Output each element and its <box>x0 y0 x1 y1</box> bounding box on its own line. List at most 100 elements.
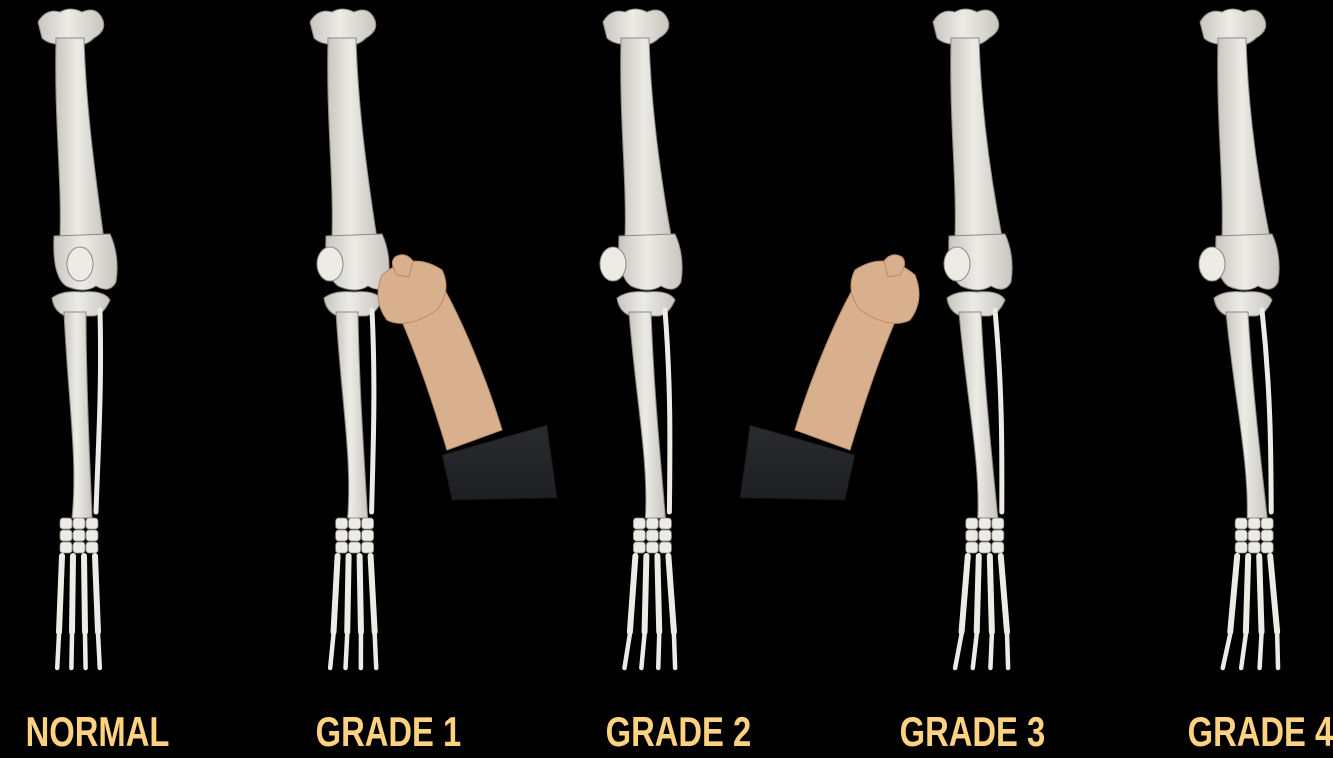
tarsal-bone <box>1261 530 1273 541</box>
toe-phalanx <box>98 634 100 668</box>
tarsal-bone <box>659 530 671 541</box>
tarsal-bone <box>60 518 72 529</box>
fibula <box>96 310 101 512</box>
metatarsal <box>371 556 375 632</box>
toe-phalanx <box>1223 634 1230 668</box>
tarsal-bone <box>73 530 85 541</box>
tarsal-bone <box>86 518 98 529</box>
tibia <box>64 312 92 518</box>
panel-label-grade-4: GRADE 4 <box>1188 706 1313 758</box>
panel-label-grade-1: GRADE 1 <box>316 706 441 758</box>
metatarsal <box>59 556 62 632</box>
toe-phalanx <box>57 634 59 668</box>
tarsal-bone <box>336 530 348 541</box>
tarsal-bone <box>86 542 98 553</box>
tarsal-bone <box>646 542 658 553</box>
toe-phalanx <box>330 634 333 668</box>
tarsal-bone <box>966 530 978 541</box>
metatarsal <box>84 556 85 632</box>
tarsal-bone <box>1248 530 1260 541</box>
tarsal-bone <box>633 542 645 553</box>
tarsal-bone <box>60 530 72 541</box>
metatarsal <box>347 556 348 632</box>
tarsal-bone <box>992 542 1004 553</box>
toe-phalanx <box>71 634 72 668</box>
fibula <box>665 310 670 512</box>
tarsal-bone <box>646 518 658 529</box>
toe-phalanx <box>1260 634 1262 668</box>
metatarsal <box>1230 556 1237 632</box>
metatarsal <box>95 556 98 632</box>
tarsal-bone <box>979 530 991 541</box>
leg-skeleton-normal <box>38 9 117 668</box>
tarsal-bone <box>633 530 645 541</box>
patella <box>600 247 626 281</box>
leg-skeleton-grade-2 <box>600 9 682 668</box>
fibula <box>995 310 1002 512</box>
toe-phalanx <box>85 634 86 668</box>
toe-phalanx <box>375 634 377 668</box>
tarsal-bone <box>659 542 671 553</box>
toe-phalanx <box>1007 634 1008 668</box>
metatarsal <box>630 556 636 632</box>
toe-phalanx <box>955 634 961 668</box>
femur-condyles <box>619 234 682 290</box>
femur-shaft <box>1218 38 1271 240</box>
panel-label-normal: NORMAL <box>26 706 151 758</box>
tibia <box>959 312 998 518</box>
metatarsal <box>1001 556 1007 632</box>
tarsal-bone <box>73 518 85 529</box>
tarsal-bone <box>1261 518 1273 529</box>
leg-skeleton-grade-4 <box>1199 9 1279 668</box>
metatarsal <box>962 556 968 632</box>
tarsal-bone <box>966 518 978 529</box>
femur-shaft <box>56 38 104 240</box>
metatarsal <box>1246 556 1248 632</box>
tarsal-bone <box>966 542 978 553</box>
tarsal-bone <box>992 530 1004 541</box>
tibia <box>629 312 665 518</box>
metatarsal <box>72 556 73 632</box>
patella <box>317 247 343 281</box>
tarsal-bone <box>349 542 361 553</box>
tarsal-bone <box>633 518 645 529</box>
femur-shaft <box>328 38 378 240</box>
tarsal-bone <box>979 542 991 553</box>
panel-label-grade-3: GRADE 3 <box>900 706 1025 758</box>
tarsal-bone <box>1235 518 1247 529</box>
toe-phalanx <box>973 634 977 668</box>
tibia <box>1226 312 1267 518</box>
tarsal-bone <box>349 530 361 541</box>
leg-skeleton-grade-3 <box>933 9 1012 668</box>
metatarsal <box>990 556 992 632</box>
tarsal-bone <box>336 518 348 529</box>
metatarsal <box>334 556 338 632</box>
tarsal-bone <box>73 542 85 553</box>
fibula <box>372 310 374 512</box>
toe-phalanx <box>1241 634 1246 668</box>
leg-skeleton-grade-1 <box>310 9 389 668</box>
tarsal-bone <box>1235 530 1247 541</box>
toe-phalanx <box>658 634 659 668</box>
patella <box>67 247 93 281</box>
tarsal-bone <box>659 518 671 529</box>
examiner-hand-grade-3 <box>740 255 919 500</box>
toe-phalanx <box>674 634 675 668</box>
examiner-hand-grade-1 <box>378 255 557 500</box>
tarsal-bone <box>362 542 374 553</box>
toe-phalanx <box>990 634 991 668</box>
tarsal-bone <box>1235 542 1247 553</box>
toe-phalanx <box>346 634 348 668</box>
tarsal-bone <box>1248 542 1260 553</box>
femur-shaft <box>621 38 672 240</box>
tarsal-bone <box>1248 518 1260 529</box>
tarsal-bone <box>86 530 98 541</box>
toe-phalanx <box>1277 634 1278 668</box>
patella <box>1199 247 1225 281</box>
panel-label-grade-2: GRADE 2 <box>606 706 731 758</box>
metatarsal <box>668 556 674 632</box>
femur-shaft <box>951 38 1003 240</box>
tarsal-bone <box>1261 542 1273 553</box>
tarsal-bone <box>349 518 361 529</box>
